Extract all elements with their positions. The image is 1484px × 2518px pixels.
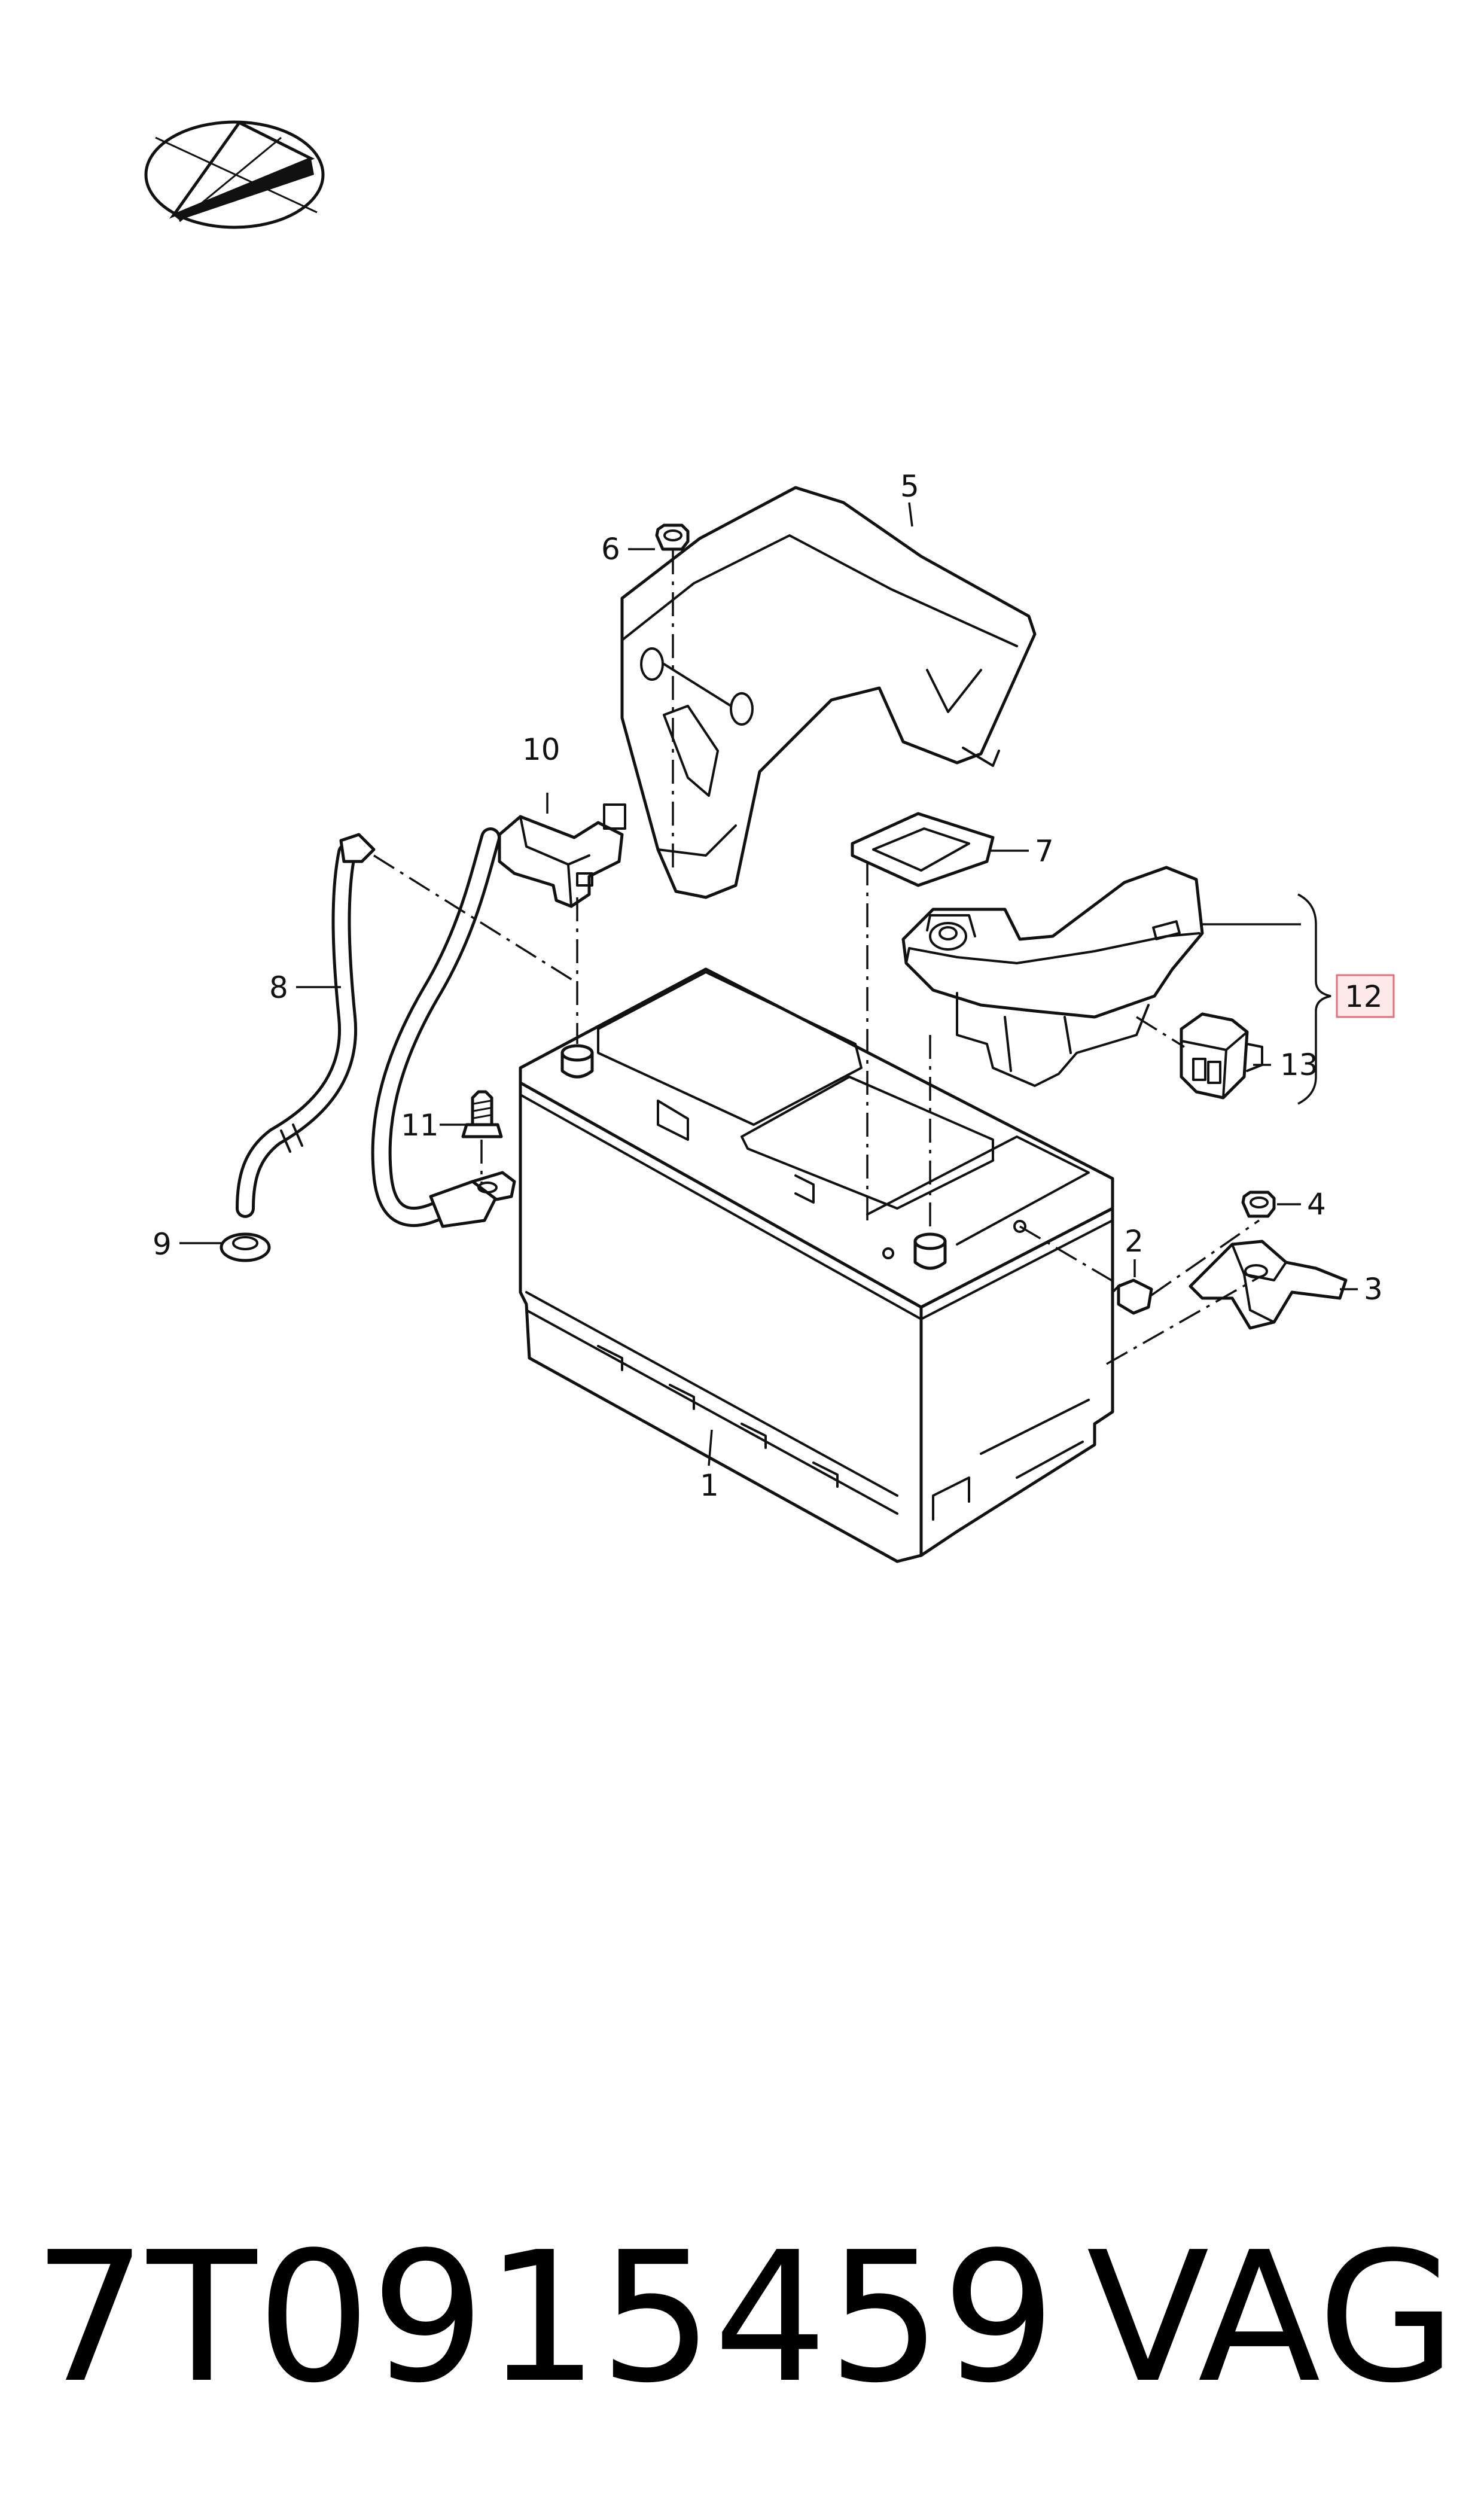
callout-4: 4	[1307, 1187, 1326, 1222]
part-8-ground-cable	[236, 833, 376, 1218]
callout-labels: 1 2 3 4 5 6 7 8 9 10 11 12 13	[153, 469, 1395, 1503]
part-2-bolt	[1111, 1278, 1153, 1315]
assembly-lines	[373, 550, 1260, 1365]
callout-6: 6	[601, 532, 620, 567]
leader-lines	[179, 502, 1358, 1466]
part-number: 7T0915459	[33, 2213, 1056, 2422]
part-3-clamp	[1189, 1240, 1348, 1330]
callout-11: 11	[401, 1108, 439, 1143]
part-10-terminal-clamp	[371, 803, 626, 1228]
part-9-grommet	[220, 1232, 271, 1262]
footer-part-number-row: 7T0915459 VAG	[33, 2219, 1456, 2417]
part-1-battery	[519, 967, 1114, 1563]
callout-13: 13	[1280, 1048, 1318, 1082]
part-5-bracket	[620, 486, 1037, 899]
callout-7: 7	[1035, 834, 1054, 869]
part-7-pad	[851, 812, 995, 887]
callout-1: 1	[700, 1468, 719, 1503]
callout-12-highlight	[1336, 974, 1395, 1018]
callout-8: 8	[269, 970, 288, 1005]
callout-10: 10	[522, 732, 560, 767]
callout-5: 5	[900, 469, 919, 504]
part-4-nut	[1241, 1191, 1276, 1218]
callout-3: 3	[1364, 1272, 1383, 1307]
part-13-plug	[1180, 1012, 1263, 1100]
callout-2: 2	[1125, 1224, 1144, 1259]
callout-12[interactable]: 12	[1345, 979, 1383, 1014]
brand-name: VAG	[1086, 2213, 1456, 2422]
part-6-nut	[655, 523, 690, 551]
part-12-cover	[901, 866, 1204, 1087]
part-11-bolt	[461, 1090, 503, 1138]
callout-9: 9	[153, 1227, 172, 1262]
compass-star-logo-icon	[144, 120, 325, 229]
